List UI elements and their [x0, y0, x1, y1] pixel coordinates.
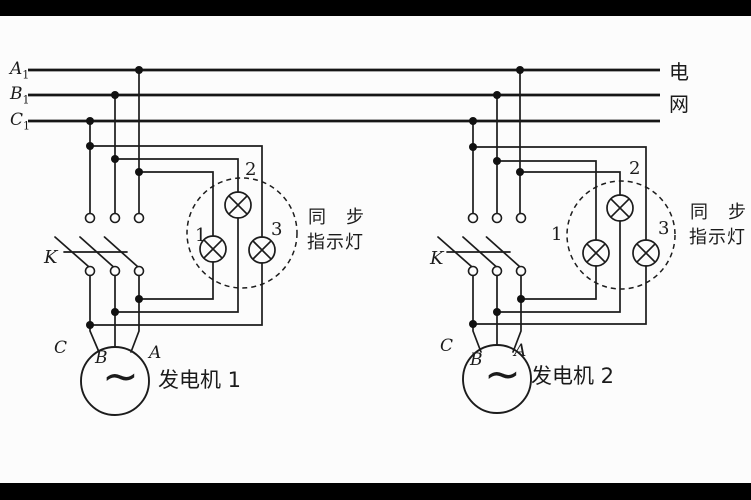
generator2-caption: 发电机 2: [531, 364, 615, 388]
generator2-circuit: [437, 66, 676, 414]
switch-k-2: [437, 212, 527, 277]
generator1-caption: 发电机 1: [158, 368, 242, 392]
switch-top-terminal: [467, 212, 479, 224]
ac-waveform-icon: ~: [102, 351, 139, 402]
lamp3-loop-wire-2: [472, 146, 647, 325]
switch-k-label-1: K: [44, 247, 58, 268]
switch-k-1: [54, 212, 145, 277]
switch-k-label-2: K: [430, 248, 444, 269]
bus-label-b1: B1: [10, 84, 30, 107]
bus-tap-wires-1: [89, 69, 140, 215]
switch-bottom-terminal: [467, 265, 479, 277]
lamp-1-symbol: [582, 239, 610, 267]
gen-terminal-a-1: A: [149, 343, 162, 363]
junction-dots-1: [86, 66, 143, 329]
sync-caption-line2-1: 指示灯: [307, 232, 364, 253]
lamp2-number-2: 2: [629, 158, 641, 179]
switch-top-terminal: [491, 212, 503, 224]
grid-name-char2: 网: [669, 92, 689, 116]
generator-circle-2: [462, 344, 532, 414]
generator-circle-1: [80, 346, 150, 416]
grid-bus-lines: [28, 68, 660, 123]
switch-bottom-terminal: [84, 265, 96, 277]
bus-tap-wires-2: [472, 69, 521, 215]
lamp1-loop-wire-2: [496, 160, 597, 300]
sync-caption-line1-1: 同 步: [308, 207, 365, 228]
switch-top-terminal: [84, 212, 96, 224]
gen-terminal-c-1: C: [54, 338, 68, 358]
bus-label-c1: C1: [10, 110, 31, 133]
lamp-3-symbol: [632, 239, 660, 267]
bus-subscript: 1: [22, 68, 30, 82]
junction-dots-2: [469, 66, 525, 328]
lamp1-number-2: 1: [551, 224, 563, 245]
grid-name-char1: 电: [669, 60, 689, 84]
bus-label-a1: A1: [10, 59, 30, 82]
ac-waveform-icon: ~: [484, 349, 521, 400]
sync-caption-line1-2: 同 步: [690, 202, 747, 223]
letterbox-bottom: [0, 483, 751, 500]
lamp1-loop-wire-1: [138, 171, 214, 300]
switch-bottom-terminal: [109, 265, 121, 277]
bus-letter: C: [10, 110, 24, 130]
gen-terminal-b-1: B: [95, 348, 108, 368]
switch-bottom-terminal: [491, 265, 503, 277]
sync-caption-line2-2: 指示灯: [689, 227, 746, 248]
lamp2-number-1: 2: [245, 159, 257, 180]
switch-top-terminal: [109, 212, 121, 224]
switch-top-terminal: [515, 212, 527, 224]
bus-letter: B: [10, 84, 23, 104]
sync-lamp-boundary-circle-2: [566, 180, 676, 290]
lamp3-number-2: 3: [658, 218, 670, 239]
bus-letter: A: [10, 59, 23, 79]
gen-terminal-a-2: A: [514, 341, 527, 361]
bus-subscript: 1: [23, 119, 31, 133]
switch-bottom-terminal: [133, 265, 145, 277]
lamp1-number-1: 1: [195, 225, 207, 246]
lamp2-loop-wire-1: [114, 158, 239, 313]
lamp2-loop-wire-2: [496, 171, 621, 313]
switch-bottom-terminal: [515, 265, 527, 277]
switch-top-terminal: [133, 212, 145, 224]
lamp-2-symbol: [224, 191, 252, 219]
gen-terminal-b-2: B: [470, 350, 483, 370]
bus-subscript: 1: [22, 93, 30, 107]
letterbox-top: [0, 0, 751, 16]
gen-terminal-c-2: C: [440, 336, 454, 356]
lamp-1-symbol: [199, 235, 227, 263]
sync-lamp-boundary-circle-1: [186, 177, 298, 289]
lamp-3-symbol: [248, 236, 276, 264]
generator1-circuit: [54, 66, 298, 416]
lamp3-number-1: 3: [271, 219, 283, 240]
lamp-2-symbol: [606, 194, 634, 222]
